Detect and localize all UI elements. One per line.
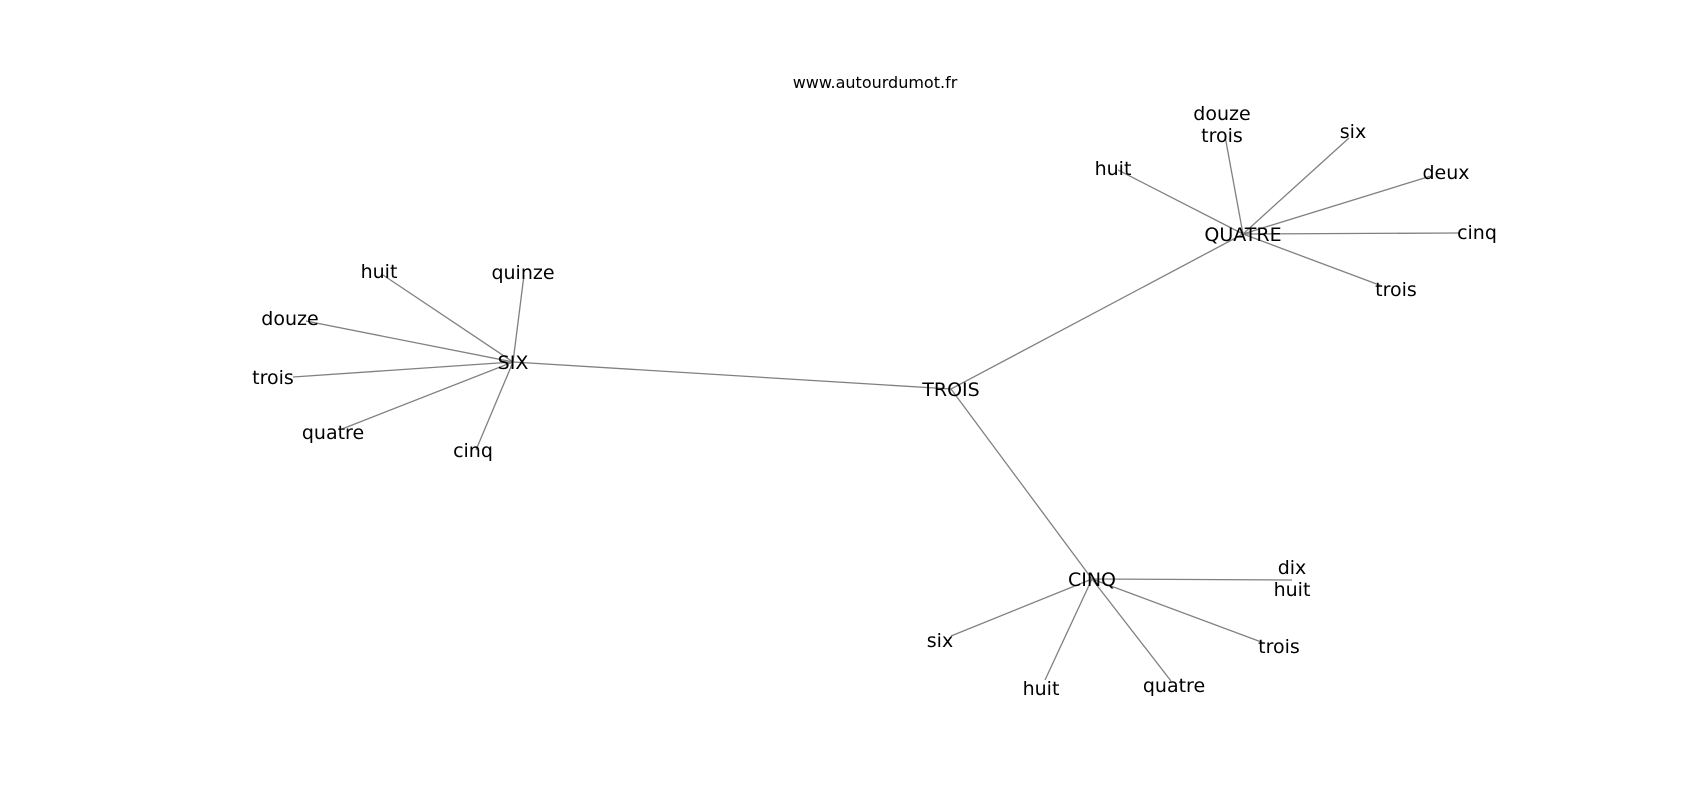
node-leaf-six-huit: huit xyxy=(361,261,398,283)
edge-quatre-six xyxy=(1242,137,1350,235)
edge-six-huit xyxy=(382,274,514,363)
node-leaf-six-quatre: quatre xyxy=(302,422,364,444)
edge-trois-cinq xyxy=(950,388,1093,580)
edge-cinq-dix-huit xyxy=(1091,578,1293,581)
node-center-trois: TROIS xyxy=(921,379,979,401)
node-leaf-cinq-quatre: quatre xyxy=(1143,675,1205,697)
edge-quatre-douze-trois xyxy=(1224,135,1244,235)
node-leaf-six-douze: douze xyxy=(261,308,318,330)
node-leaf-cinq-six: six xyxy=(927,630,953,652)
node-leaf-quatre-deux: deux xyxy=(1422,162,1469,184)
node-leaf-quatre-cinq: cinq xyxy=(1457,222,1497,244)
edge-trois-quatre xyxy=(950,233,1244,390)
node-leaf-quatre-trois: trois xyxy=(1375,279,1417,301)
node-leaf-cinq-trois: trois xyxy=(1258,636,1300,658)
edge-six-quinze xyxy=(512,274,525,363)
node-hub-six: SIX xyxy=(498,352,529,374)
edge-six-quatre xyxy=(341,361,514,430)
edge-trois-six xyxy=(512,361,952,390)
edge-cinq-huit xyxy=(1044,578,1093,681)
edge-six-trois xyxy=(292,361,514,378)
edge-cinq-six xyxy=(950,578,1093,637)
edge-quatre-trois xyxy=(1242,233,1383,287)
graph-edges xyxy=(292,135,1461,682)
edge-six-cinq xyxy=(475,361,514,451)
edge-quatre-cinq xyxy=(1242,232,1461,235)
edge-cinq-trois xyxy=(1091,578,1265,644)
node-leaf-six-trois: trois xyxy=(252,367,294,389)
edge-cinq-quatre xyxy=(1091,578,1172,682)
node-leaf-quatre-six: six xyxy=(1340,121,1366,143)
node-leaf-six-cinq: cinq xyxy=(453,440,493,462)
site-watermark: www.autourdumot.fr xyxy=(793,73,958,92)
graph-labels: TROISSIXquinzehuitdouzetroisquatrecinqQU… xyxy=(252,103,1497,700)
edge-quatre-huit xyxy=(1117,169,1244,235)
edge-six-douze xyxy=(305,320,514,363)
edge-quatre-deux xyxy=(1242,175,1432,235)
node-hub-cinq: CINQ xyxy=(1068,569,1116,591)
node-leaf-cinq-huit: huit xyxy=(1023,678,1060,700)
node-leaf-six-quinze: quinze xyxy=(491,262,554,284)
node-hub-quatre: QUATRE xyxy=(1204,224,1281,246)
node-leaf-quatre-huit: huit xyxy=(1095,158,1132,180)
